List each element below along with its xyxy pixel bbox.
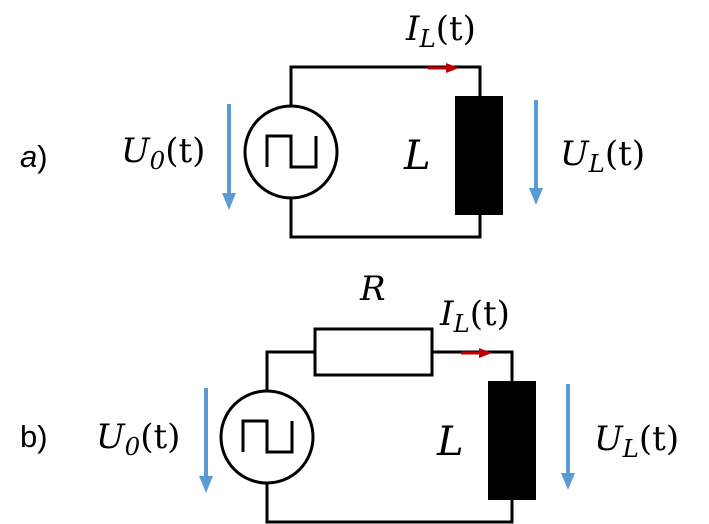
circuit-b-resistor-label: R [360, 269, 386, 309]
circuit-a [222, 63, 543, 239]
circuit-b-source-voltage-label: U0(t) [96, 417, 181, 461]
circuit-b-inductor-voltage-label: UL(t) [594, 419, 680, 463]
circuit-b-wire [265, 350, 514, 524]
circuit-b-current-arrow [461, 348, 492, 358]
circuit-a-inductor [455, 96, 503, 215]
circuit-a-square-wave-icon [265, 134, 318, 169]
circuit-b-current-label: IL(t) [440, 294, 510, 338]
circuit-b-tag: b) [20, 419, 48, 454]
circuit-a-current-arrow [428, 63, 459, 73]
circuit-a-source-voltage-label: U0(t) [121, 131, 206, 175]
circuit-b-source-voltage-arrow [199, 388, 213, 493]
circuit-b-resistor [313, 327, 434, 377]
circuit-a-inductor-voltage-arrow [529, 100, 543, 205]
circuit-a-wire [289, 65, 482, 239]
circuit-b-square-wave-icon [241, 419, 294, 454]
circuit-b [199, 327, 575, 524]
circuit-a-inductor-voltage-label: UL(t) [560, 134, 646, 178]
circuit-b-inductor-voltage-arrow [561, 384, 575, 490]
circuit-a-tag: a) [20, 139, 48, 174]
circuit-a-source-voltage-arrow [222, 104, 236, 210]
circuit-a-inductor-label: L [404, 133, 431, 179]
circuit-b-inductor [488, 381, 536, 500]
circuit-b-inductor-label: L [437, 419, 464, 465]
circuit-a-current-label: IL(t) [406, 9, 476, 53]
